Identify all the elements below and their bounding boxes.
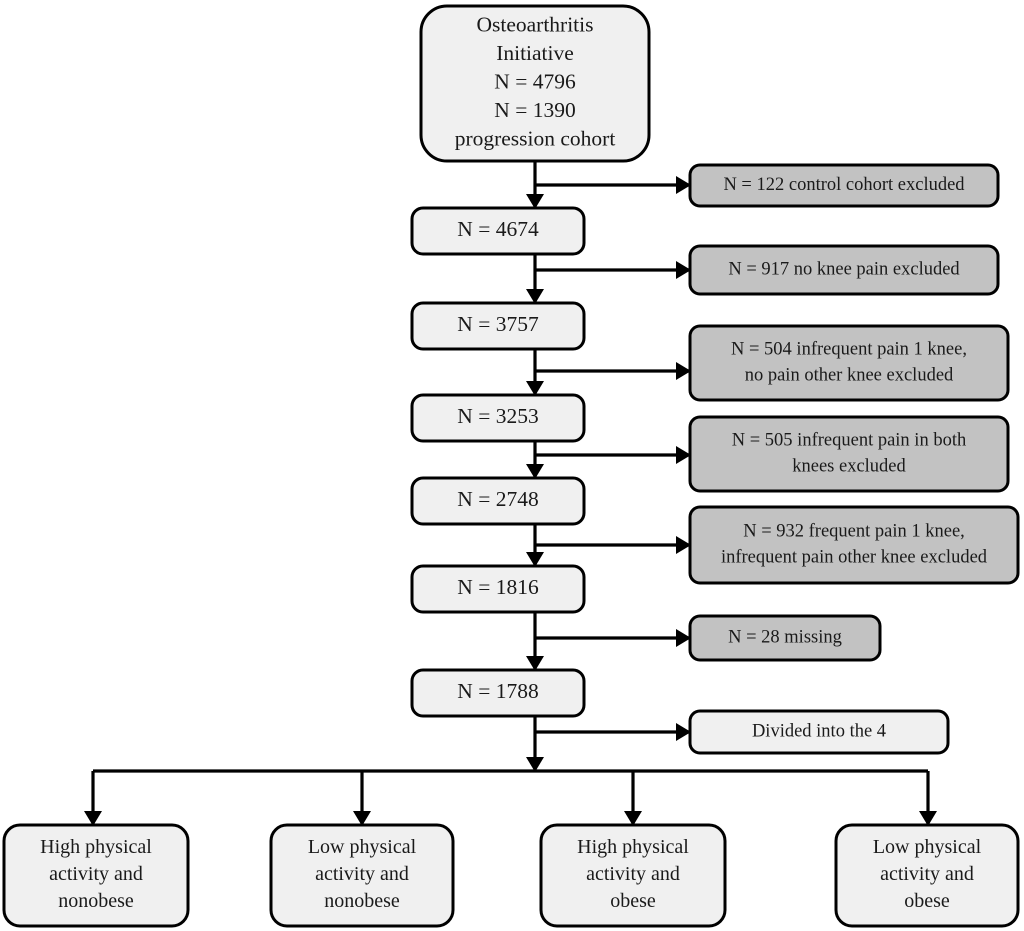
excl-932-label-1: infrequent pain other knee excluded bbox=[721, 547, 988, 567]
conn-1816-to-1788-arrow bbox=[526, 656, 544, 671]
out-high-obese-label-0: High physical bbox=[577, 836, 689, 858]
conn-bus-to-out-3-arrow bbox=[624, 811, 642, 826]
conn-3253-to-2748-arrow bbox=[526, 464, 544, 479]
conn-2748-to-1816-arrow bbox=[526, 552, 544, 567]
conn-to-excl-932-arrow bbox=[676, 536, 691, 554]
excl-932: N = 932 frequent pain 1 knee, infrequent … bbox=[688, 505, 1020, 585]
n-3757: N = 3757 bbox=[410, 301, 586, 351]
excl-917-label-0: N = 917 no knee pain excluded bbox=[728, 259, 960, 279]
out-high-nonobese-label-2: nonobese bbox=[58, 890, 134, 912]
out-low-obese-box bbox=[834, 823, 1020, 928]
conn-source-to-4674-arrow bbox=[526, 194, 544, 209]
n-2748-label-0: N = 2748 bbox=[457, 487, 538, 511]
excl-932-box bbox=[688, 505, 1020, 585]
conn-to-excl-504-arrow bbox=[676, 362, 691, 380]
n-4674-box bbox=[410, 206, 586, 256]
out-low-obese-label-0: Low physical bbox=[873, 836, 982, 858]
n-1816-label-0: N = 1816 bbox=[457, 575, 539, 599]
out-high-nonobese-label-0: High physical bbox=[40, 836, 152, 858]
n-2748: N = 2748 bbox=[410, 476, 586, 526]
out-low-nonobese-box bbox=[269, 823, 455, 928]
excl-122: N = 122 control cohort excluded bbox=[688, 163, 1000, 208]
conn-bus-to-out-2-arrow bbox=[353, 811, 371, 826]
n-1788-label-0: N = 1788 bbox=[457, 679, 538, 703]
divided-4: Divided into the 4 bbox=[688, 709, 950, 755]
excl-917: N = 917 no knee pain excluded bbox=[688, 244, 1000, 296]
out-low-nonobese-label-1: activity and bbox=[315, 863, 409, 885]
excl-504-box bbox=[688, 324, 1010, 402]
conn-to-excl-505-arrow bbox=[676, 446, 691, 464]
excl-28: N = 28 missing bbox=[688, 614, 882, 662]
excl-917-box bbox=[688, 244, 1000, 296]
excl-505-box bbox=[688, 415, 1010, 493]
out-low-obese: Low physical activity and obese bbox=[834, 823, 1020, 928]
source-cohort-box bbox=[419, 4, 651, 163]
n-3253: N = 3253 bbox=[410, 393, 586, 443]
source-cohort-label-1: Initiative bbox=[496, 41, 574, 65]
out-high-obese: High physical activity and obese bbox=[539, 823, 727, 928]
conn-3757-to-3253-arrow bbox=[526, 381, 544, 396]
conn-bus-to-out-4-arrow bbox=[919, 811, 937, 826]
out-high-obese-label-1: activity and bbox=[586, 863, 680, 885]
conn-1788-to-bus-arrow bbox=[526, 757, 544, 772]
n-1788-box bbox=[410, 668, 586, 718]
n-3253-label-0: N = 3253 bbox=[457, 404, 538, 428]
excl-28-label-0: N = 28 missing bbox=[728, 627, 842, 647]
conn-bus-to-out-1-arrow bbox=[84, 811, 102, 826]
out-high-obese-label-2: obese bbox=[610, 890, 656, 912]
conn-4674-to-3757-arrow bbox=[526, 289, 544, 304]
conn-to-excl-28-arrow bbox=[676, 629, 691, 647]
excl-504-label-1: no pain other knee excluded bbox=[745, 365, 954, 385]
out-high-nonobese-label-1: activity and bbox=[49, 863, 143, 885]
excl-505-label-1: knees excluded bbox=[792, 456, 906, 476]
source-cohort-label-3: N = 1390 bbox=[494, 98, 575, 122]
n-2748-box bbox=[410, 476, 586, 526]
divided-4-label-0: Divided into the 4 bbox=[752, 721, 886, 741]
out-low-nonobese-label-2: nonobese bbox=[324, 890, 400, 912]
source-cohort-label-4: progression cohort bbox=[455, 126, 616, 150]
out-low-obese-label-2: obese bbox=[904, 890, 950, 912]
n-1816-box bbox=[410, 564, 586, 614]
excl-122-box bbox=[688, 163, 1000, 208]
n-4674-label-0: N = 4674 bbox=[457, 217, 539, 241]
excl-505: N = 505 infrequent pain in both knees exc… bbox=[688, 415, 1010, 493]
n-3757-box bbox=[410, 301, 586, 351]
divided-4-box bbox=[688, 709, 950, 755]
out-low-obese-label-1: activity and bbox=[880, 863, 974, 885]
out-high-obese-box bbox=[539, 823, 727, 928]
n-4674: N = 4674 bbox=[410, 206, 586, 256]
out-low-nonobese-label-0: Low physical bbox=[308, 836, 417, 858]
excl-932-label-0: N = 932 frequent pain 1 knee, bbox=[743, 521, 965, 541]
conn-to-divided-4-arrow bbox=[676, 723, 691, 741]
n-1816: N = 1816 bbox=[410, 564, 586, 614]
excl-504-label-0: N = 504 infrequent pain 1 knee, bbox=[731, 339, 967, 359]
out-low-nonobese: Low physical activity and nonobese bbox=[269, 823, 455, 928]
n-1788: N = 1788 bbox=[410, 668, 586, 718]
excl-505-label-0: N = 505 infrequent pain in both bbox=[732, 430, 966, 450]
source-cohort-label-0: Osteoarthritis bbox=[476, 12, 593, 36]
conn-to-excl-122-arrow bbox=[676, 176, 691, 194]
out-high-nonobese: High physical activity and nonobese bbox=[2, 823, 190, 928]
n-3757-label-0: N = 3757 bbox=[457, 312, 539, 336]
excl-28-box bbox=[688, 614, 882, 662]
out-high-nonobese-box bbox=[2, 823, 190, 928]
source-cohort-label-2: N = 4796 bbox=[494, 69, 576, 93]
excl-122-label-0: N = 122 control cohort excluded bbox=[723, 175, 965, 195]
conn-to-excl-917-arrow bbox=[676, 261, 691, 279]
excl-504: N = 504 infrequent pain 1 knee, no pain o… bbox=[688, 324, 1010, 402]
n-3253-box bbox=[410, 393, 586, 443]
